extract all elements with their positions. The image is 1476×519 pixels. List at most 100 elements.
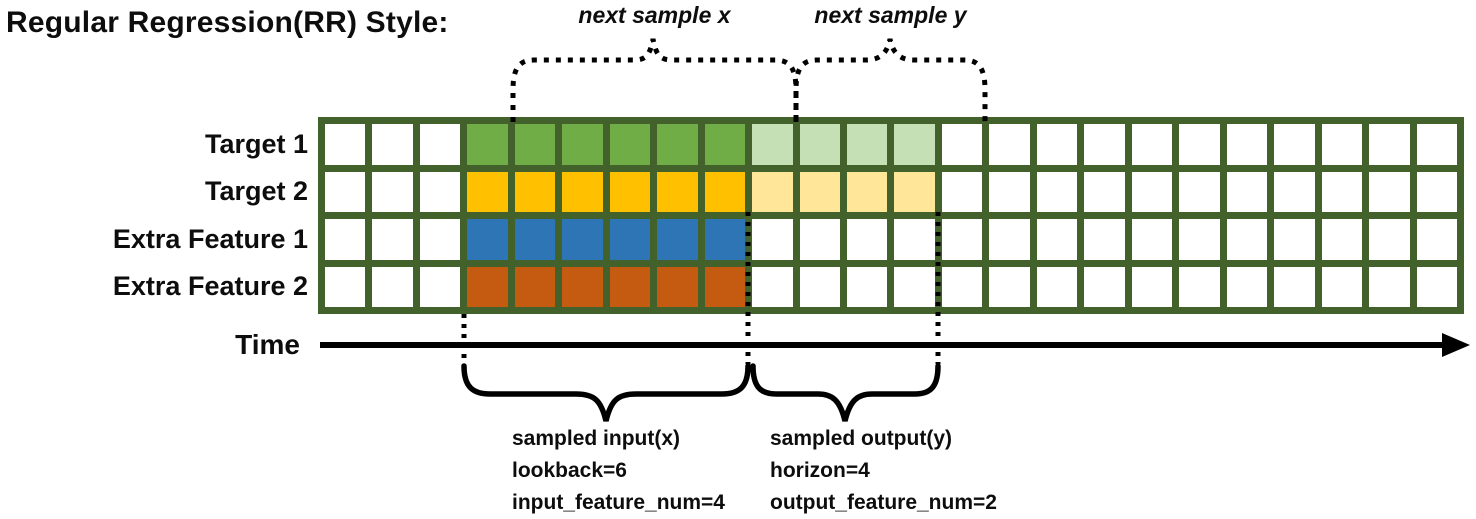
grid-cell [989,266,1030,307]
grid-cell [1274,171,1315,212]
time-axis-arrowhead [1442,333,1470,357]
grid-cell [419,219,461,260]
grid-cell [1416,124,1457,165]
grid-cell [1084,171,1125,212]
grid-cell [704,219,746,260]
grid-cell [1036,124,1078,165]
grid-cell [372,124,413,165]
grid-cell [704,266,746,307]
grid-cell [752,266,793,307]
grid-cell [1416,171,1457,212]
grid-cell [799,219,841,260]
grid-cell [514,219,556,260]
grid-cell [467,171,508,212]
grid-cell [894,266,935,307]
input-feature-num-value: input_feature_num=4 [512,491,725,514]
grid-cell [467,124,508,165]
grid-cell [1369,219,1410,260]
input-window-brace [461,363,751,422]
grid-cell [1321,266,1363,307]
grid-cell [1084,219,1125,260]
grid-cell [562,171,603,212]
grid-cell [467,219,508,260]
grid-cell [467,266,508,307]
output-feature-num-value: output_feature_num=2 [770,491,997,514]
grid-cell [514,124,556,165]
sampled-input-title: sampled input(x) [512,427,681,450]
grid-cell [989,219,1030,260]
grid-cell [657,171,698,212]
sampled-output-summary: sampled output(y) horizon=4 output_featu… [770,423,997,519]
grid-cell [1226,124,1268,165]
grid-cell [1226,219,1268,260]
grid-cell [847,266,888,307]
grid-cell [1369,171,1410,212]
grid-cell [1274,219,1315,260]
grid-cell [847,171,888,212]
grid-cell [1179,219,1220,260]
grid-cell [941,266,983,307]
grid-cell [562,266,603,307]
grid-cell [514,266,556,307]
grid-cell [325,171,366,212]
grid-cell [1321,124,1363,165]
grid-cell [941,171,983,212]
grid-cell [1179,124,1220,165]
grid-cell [419,124,461,165]
grid-cell [1226,266,1268,307]
next-sample-y-brace [793,38,988,122]
row-label: Extra Feature 2 [112,271,308,302]
grid-cell [1036,171,1078,212]
grid-cell [894,219,935,260]
grid-cell [894,171,935,212]
next-sample-x-brace [510,38,799,122]
grid-cell [1131,124,1173,165]
grid-cell [1369,124,1410,165]
time-axis-label: Time [235,329,300,360]
row-label: Target 2 [204,176,308,207]
row-label: Target 1 [204,128,308,159]
next-sample-x-label: next sample x [578,2,731,28]
grid-cell [1131,219,1173,260]
grid-cell [514,171,556,212]
grid-cell [752,171,793,212]
grid-cell [419,266,461,307]
grid-cell [609,219,651,260]
grid-cell [1321,219,1363,260]
grid-cell [372,171,413,212]
grid-cell [609,124,651,165]
grid-cell [562,219,603,260]
sampled-input-summary: sampled input(x) lookback=6 input_featur… [512,423,725,519]
grid-cell [1036,266,1078,307]
grid-cell [1131,171,1173,212]
grid-cell [1226,171,1268,212]
grid-cell [1416,266,1457,307]
grid-cell [941,124,983,165]
grid-cell [372,266,413,307]
row-label: Extra Feature 1 [112,223,308,254]
grid-cell [799,171,841,212]
grid-cell [372,219,413,260]
grid-cell [1321,171,1363,212]
grid-cell [1179,171,1220,212]
grid-cell [847,219,888,260]
grid-cell [562,124,603,165]
next-sample-y-label: next sample y [814,2,967,28]
grid-cell [989,124,1030,165]
grid-cell [657,219,698,260]
grid-cell [657,124,698,165]
grid-cell [799,266,841,307]
grid-cell [1131,266,1173,307]
grid-cell [609,171,651,212]
grid-cell [799,124,841,165]
grid-cell [1084,124,1125,165]
grid-cell [609,266,651,307]
grid-cell [1274,124,1315,165]
grid-cell [325,266,366,307]
grid-cell [989,171,1030,212]
grid-cell [704,171,746,212]
grid-cell [1369,266,1410,307]
grid-cell [894,124,935,165]
sampled-output-title: sampled output(y) [770,427,952,450]
grid-cell [419,171,461,212]
